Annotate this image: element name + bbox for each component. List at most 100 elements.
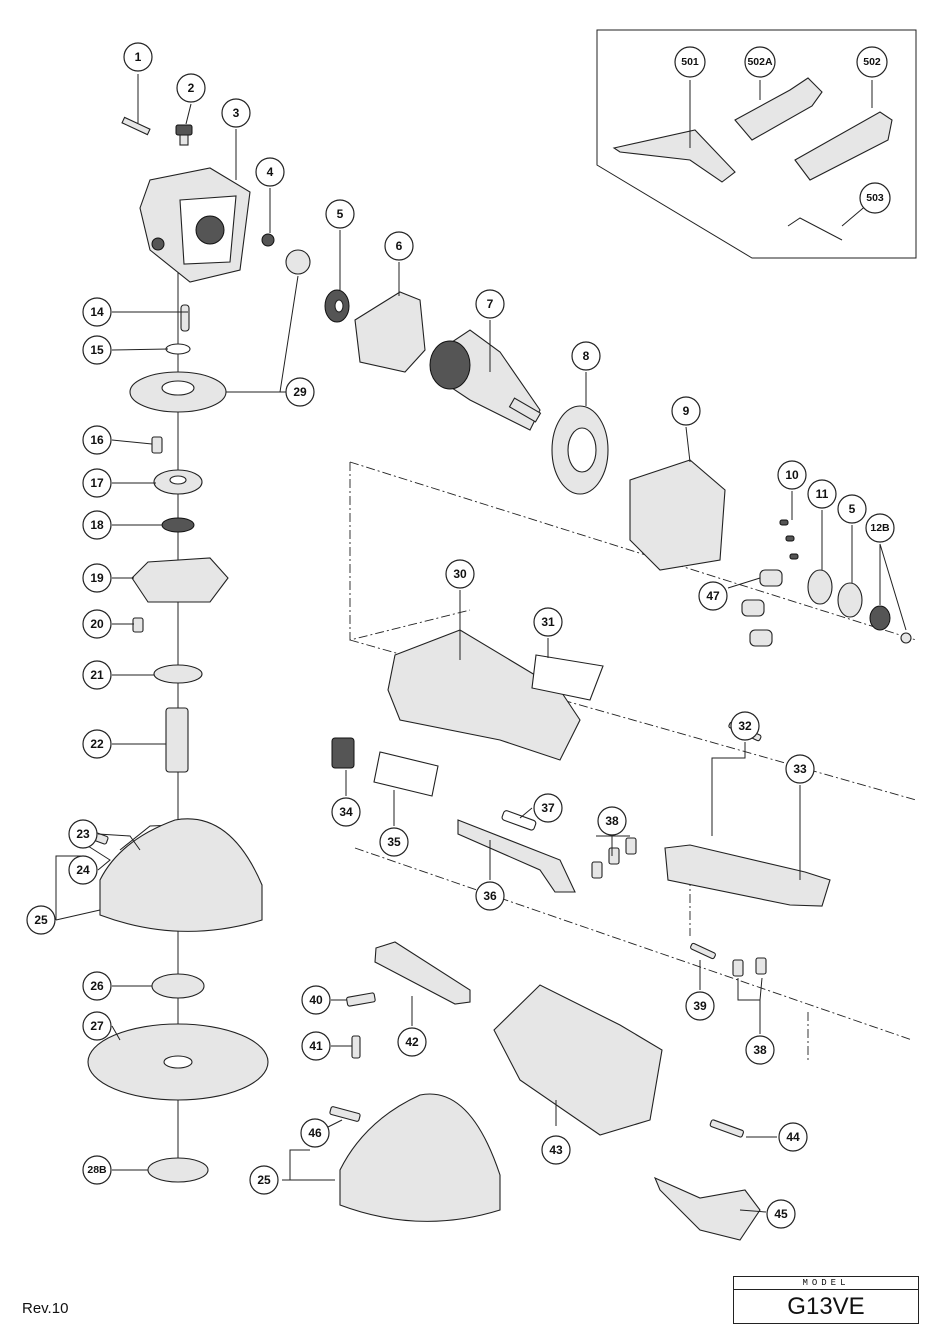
part-35-label (373, 751, 439, 797)
part-9-stator (629, 459, 726, 571)
svg-text:37: 37 (541, 801, 555, 815)
part-29-gear (129, 371, 227, 413)
callout-502a: 502A (744, 46, 776, 78)
svg-text:28B: 28B (87, 1164, 107, 1176)
callout-12b: 12B (865, 513, 895, 543)
callout-7: 7 (475, 289, 505, 319)
callout-16: 16 (82, 425, 112, 455)
part-39-screw (690, 942, 716, 960)
callout-34: 34 (331, 797, 361, 827)
svg-text:21: 21 (90, 668, 104, 682)
part-22-spindle (165, 707, 189, 773)
svg-text:9: 9 (683, 404, 690, 418)
callout-25b: 25 (249, 1165, 279, 1195)
part-12b-screw (900, 632, 912, 644)
callout-19: 19 (82, 563, 112, 593)
callouts: 1 2 3 4 5 6 7 8 9 10 11 5 12B 14 15 29 1… (26, 42, 895, 1229)
part-15-ring (165, 343, 191, 355)
svg-text:38: 38 (753, 1043, 767, 1057)
part-11-bearing (807, 569, 833, 605)
part-shapes (79, 77, 912, 1241)
callout-46: 46 (300, 1118, 330, 1148)
part-20-screw (132, 617, 144, 633)
svg-text:2: 2 (188, 81, 195, 95)
part-41-screw (351, 1035, 361, 1059)
svg-text:31: 31 (541, 615, 555, 629)
callout-44: 44 (778, 1122, 808, 1152)
part-502-handle (794, 111, 893, 181)
part-7-armature (429, 329, 542, 431)
svg-text:14: 14 (90, 305, 104, 319)
callout-22: 22 (82, 729, 112, 759)
part-43-tail-cover (493, 984, 663, 1136)
svg-text:24: 24 (76, 863, 90, 877)
callout-37: 37 (533, 793, 563, 823)
callout-41: 41 (301, 1031, 331, 1061)
callout-36: 36 (475, 881, 505, 911)
svg-text:27: 27 (90, 1019, 104, 1033)
part-34-plate (331, 737, 355, 769)
svg-text:38: 38 (605, 814, 619, 828)
part-36-lever (457, 819, 576, 893)
svg-text:5: 5 (849, 502, 856, 516)
callout-5b: 5 (837, 494, 867, 524)
part-2-plug (175, 124, 193, 146)
part-33-switch (664, 844, 831, 907)
callout-25: 25 (26, 905, 56, 935)
svg-text:44: 44 (786, 1130, 800, 1144)
callout-502: 502 (856, 46, 888, 78)
callout-39: 39 (685, 991, 715, 1021)
callout-503: 503 (859, 182, 891, 214)
svg-text:502A: 502A (747, 56, 773, 68)
callout-501: 501 (674, 46, 706, 78)
svg-text:5: 5 (337, 207, 344, 221)
svg-text:41: 41 (309, 1039, 323, 1053)
part-44-screw (709, 1119, 744, 1138)
callout-43: 43 (541, 1135, 571, 1165)
callout-27: 27 (82, 1011, 112, 1041)
part-46-screw (329, 1106, 361, 1122)
part-5b-bearing (837, 582, 863, 618)
callout-17: 17 (82, 468, 112, 498)
svg-text:11: 11 (816, 487, 829, 501)
svg-text:25: 25 (34, 913, 48, 927)
part-29-pinion (285, 249, 311, 275)
svg-text:501: 501 (681, 56, 699, 68)
svg-text:23: 23 (76, 827, 90, 841)
svg-text:26: 26 (90, 979, 104, 993)
callout-38: 38 (597, 806, 627, 836)
part-5-bearing (324, 289, 350, 323)
callout-2: 2 (176, 73, 206, 103)
callout-20: 20 (82, 609, 112, 639)
svg-text:40: 40 (309, 993, 323, 1007)
svg-text:34: 34 (339, 805, 353, 819)
part-503-hex-key (787, 217, 843, 241)
svg-text:42: 42 (405, 1035, 419, 1049)
part-4-nut (261, 233, 275, 247)
callout-28b: 28B (82, 1155, 112, 1185)
callout-1: 1 (123, 42, 153, 72)
callout-26: 26 (82, 971, 112, 1001)
part-501-wrench (612, 129, 736, 183)
part-28b-nut (147, 1157, 209, 1183)
part-6-holder (354, 291, 426, 373)
svg-text:7: 7 (487, 297, 494, 311)
part-25b-guard (339, 1093, 501, 1222)
svg-text:19: 19 (90, 571, 104, 585)
svg-text:3: 3 (233, 106, 240, 120)
callout-8: 8 (571, 341, 601, 371)
svg-text:25: 25 (257, 1173, 271, 1187)
callout-30: 30 (445, 559, 475, 589)
part-502a-handle (734, 77, 823, 141)
callout-10: 10 (777, 460, 807, 490)
callout-5: 5 (325, 199, 355, 229)
svg-text:32: 32 (738, 719, 752, 733)
model-value: G13VE (787, 1293, 865, 1320)
callout-21: 21 (82, 660, 112, 690)
callout-32: 32 (730, 711, 760, 741)
part-21-washer (153, 664, 203, 684)
part-31-label (531, 654, 604, 701)
part-8-fan-guide (551, 405, 609, 495)
callout-35: 35 (379, 827, 409, 857)
